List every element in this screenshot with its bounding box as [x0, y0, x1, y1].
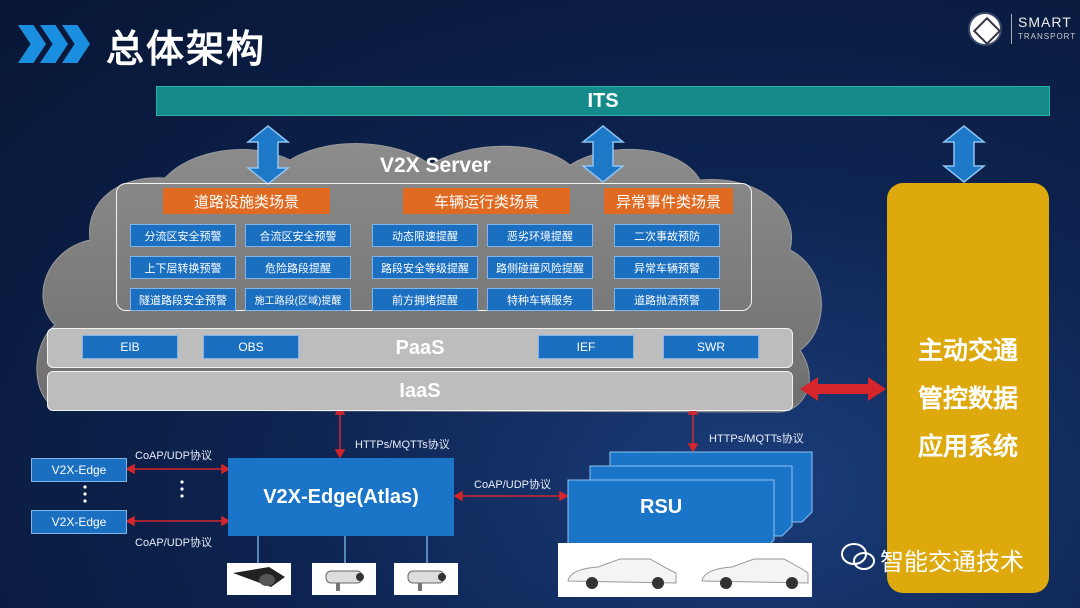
protocol-label: CoAP/UDP协议 [135, 537, 213, 549]
camera-device [394, 563, 458, 595]
bullet-camera-icon [407, 570, 446, 591]
vehicles-panel [558, 543, 812, 597]
rsu-label: RSU [640, 496, 683, 518]
its-bar: ITS [156, 86, 1050, 116]
protocol-label: CoAP/UDP协议 [474, 479, 552, 491]
scenario-item: 特种车辆服务 [487, 288, 593, 311]
scenario-item: 道路抛洒预警 [614, 288, 720, 311]
protocol-label: HTTPs/MQTTs协议 [355, 439, 450, 451]
bullet-camera-icon [325, 570, 364, 591]
rsu-stack [567, 451, 813, 551]
scenario-item: 动态限速提醒 [372, 224, 478, 247]
category-road-facility: 道路设施类场景 [163, 188, 330, 214]
scenario-item: 路段安全等级提醒 [372, 256, 478, 279]
system-line: 主动交通 [917, 337, 1018, 365]
ellipsis-dots [83, 480, 184, 503]
paas-label: PaaS [395, 336, 445, 359]
scenario-item: 异常车辆预警 [614, 256, 720, 279]
paas-service: EIB [82, 335, 178, 359]
v2x-edge-node: V2X-Edge [31, 458, 127, 482]
scenario-item: 二次事故预防 [614, 224, 720, 247]
scenario-item: 危险路段提醒 [245, 256, 351, 279]
v2x-edge-atlas: V2X-Edge(Atlas) [228, 458, 454, 536]
dome-camera-icon [233, 567, 285, 587]
iaas-bar: IaaS [47, 371, 793, 411]
wechat-icon [841, 543, 875, 570]
scenario-item: 施工路段(区域)提醒 [245, 288, 351, 311]
category-abnormal-event: 异常事件类场景 [604, 188, 733, 214]
scenario-item: 隧道路段安全预警 [130, 288, 236, 311]
red-double-arrow-icon [800, 377, 886, 401]
scenario-item: 恶劣环境提醒 [487, 224, 593, 247]
protocol-label: HTTPs/MQTTs协议 [709, 433, 804, 445]
logo-divider [1011, 14, 1012, 44]
v2x-edge-node: V2X-Edge [31, 510, 127, 534]
server-title: V2X Server [380, 154, 491, 177]
scenario-item: 上下层转换预警 [130, 256, 236, 279]
logo-subtext: TRANSPORT [1018, 32, 1077, 41]
car-icon [567, 558, 809, 589]
system-line: 管控数据 [917, 385, 1018, 413]
logo-text: SMART [1018, 14, 1072, 30]
camera-device [312, 563, 376, 595]
scenario-item: 路侧碰撞风险提醒 [487, 256, 593, 279]
scenario-item: 合流区安全预警 [245, 224, 351, 247]
paas-service: SWR [663, 335, 759, 359]
traffic-control-system: 主动交通 管控数据 应用系统 [887, 183, 1049, 593]
paas-service: OBS [203, 335, 299, 359]
logo-emblem-icon [968, 12, 1002, 46]
double-arrow-icon [245, 125, 987, 185]
page-title: 总体架构 [106, 27, 267, 71]
paas-service: IEF [538, 335, 634, 359]
scenario-item: 分流区安全预警 [130, 224, 236, 247]
category-vehicle-operation: 车辆运行类场景 [403, 188, 570, 214]
scenario-item: 前方拥堵提醒 [372, 288, 478, 311]
watermark-text: 智能交通技术 [880, 549, 1024, 576]
camera-device [227, 563, 291, 595]
system-line: 应用系统 [917, 433, 1018, 461]
protocol-label: CoAP/UDP协议 [135, 450, 213, 462]
